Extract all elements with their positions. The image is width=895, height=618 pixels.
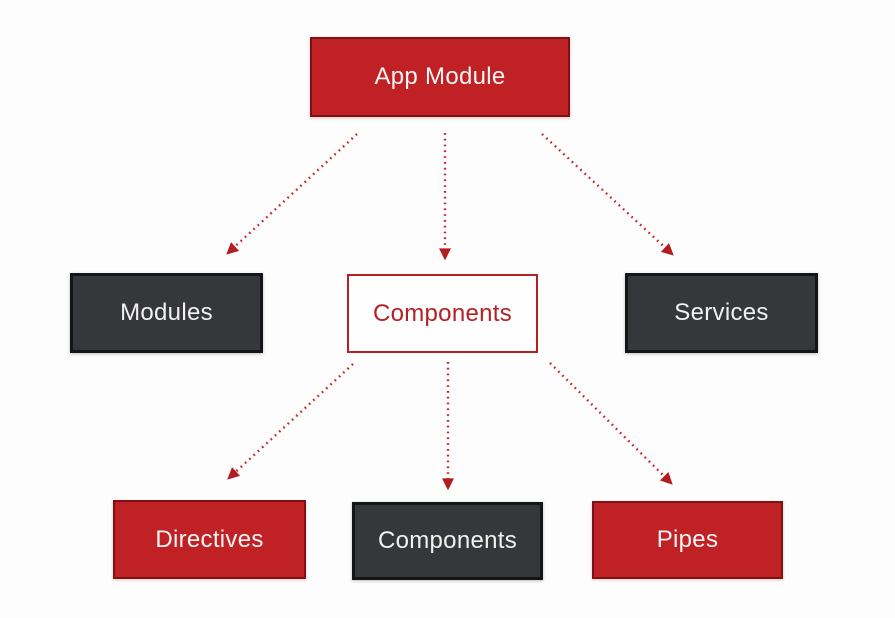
node-services: Services [625,273,818,353]
node-pipes-label: Pipes [656,526,719,553]
node-app-module-label: App Module [374,63,506,90]
node-app-module: App Module [310,37,570,117]
node-pipes: Pipes [592,501,783,579]
edge-app-module-to-modules [226,133,358,255]
node-directives: Directives [113,500,306,579]
node-modules-label: Modules [120,299,213,326]
node-modules: Modules [70,273,263,353]
edge-components-to-pipes [549,362,673,485]
node-components-2: Components [352,502,543,580]
edge-components-to-directives [227,363,354,480]
node-components-label: Components [372,299,513,327]
node-components: Components [347,274,538,353]
node-services-label: Services [674,299,769,326]
node-directives-label: Directives [155,525,264,553]
edge-app-module-to-services [541,133,674,256]
node-components-2-label: Components [377,527,518,554]
